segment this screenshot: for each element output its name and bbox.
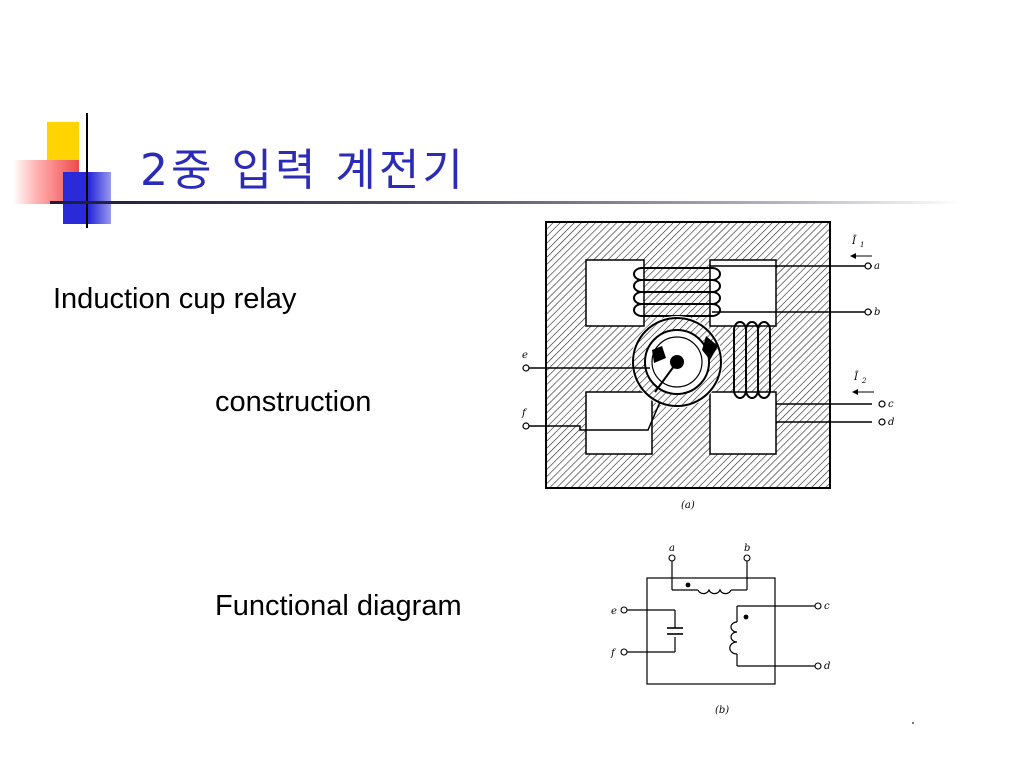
figure-a-caption: (a) bbox=[681, 500, 695, 511]
figure-b-caption: (b) bbox=[715, 705, 729, 716]
wiring-b bbox=[627, 561, 815, 667]
polarity-dot-top bbox=[685, 582, 691, 588]
core-window-bottom-left bbox=[585, 391, 653, 455]
current-i1-subscript: 1 bbox=[860, 241, 864, 249]
terminal-f-label: f bbox=[521, 408, 528, 419]
terminal-a-label: a bbox=[874, 261, 880, 272]
fb-terminal-c-label: c bbox=[824, 601, 830, 612]
fb-terminal-d-label: d bbox=[824, 661, 830, 672]
induction-label: Induction cup relay bbox=[53, 283, 297, 315]
current-i1-arrow: Ī 1 bbox=[850, 235, 872, 259]
terminal-c-label: c bbox=[888, 399, 894, 410]
terminals-b bbox=[620, 554, 822, 670]
current-i1-label: Ī bbox=[851, 235, 857, 247]
fb-terminal-b-label: b bbox=[744, 543, 750, 554]
terminal-e-label: e bbox=[522, 350, 528, 361]
wiring-a bbox=[528, 265, 872, 431]
top-coil bbox=[633, 267, 721, 317]
polarity-dot-right bbox=[743, 614, 749, 620]
construction-figure: a b e f c d Ī 1 Ī 2 (a) bbox=[521, 221, 894, 511]
functional-diagram-label: Functional diagram bbox=[215, 590, 462, 622]
functional-diagram-figure: a b e f c d (b) bbox=[610, 543, 830, 716]
right-coil bbox=[733, 321, 771, 399]
core-window-top-right bbox=[709, 259, 777, 327]
current-i2-arrow: Ī 2 bbox=[852, 371, 874, 395]
fb-terminal-f-label: f bbox=[610, 648, 617, 659]
fb-terminal-a-label: a bbox=[669, 543, 675, 554]
terminal-d-label: d bbox=[888, 417, 894, 428]
current-i2-label: Ī bbox=[853, 371, 859, 383]
footer-dot bbox=[912, 722, 914, 724]
current-i2-subscript: 2 bbox=[861, 377, 867, 385]
terminal-b-label: b bbox=[874, 307, 880, 318]
title-underline bbox=[50, 201, 960, 204]
induction-cup bbox=[631, 316, 723, 408]
core-window-bottom-right bbox=[709, 391, 777, 455]
diagram-box bbox=[646, 577, 776, 685]
construction-label: construction bbox=[215, 386, 372, 418]
terminals-a bbox=[522, 262, 886, 430]
fb-terminal-e-label: e bbox=[611, 606, 617, 617]
slide-title: 2중 입력 계전기 bbox=[140, 145, 466, 196]
decor-vertical-line bbox=[86, 113, 88, 228]
